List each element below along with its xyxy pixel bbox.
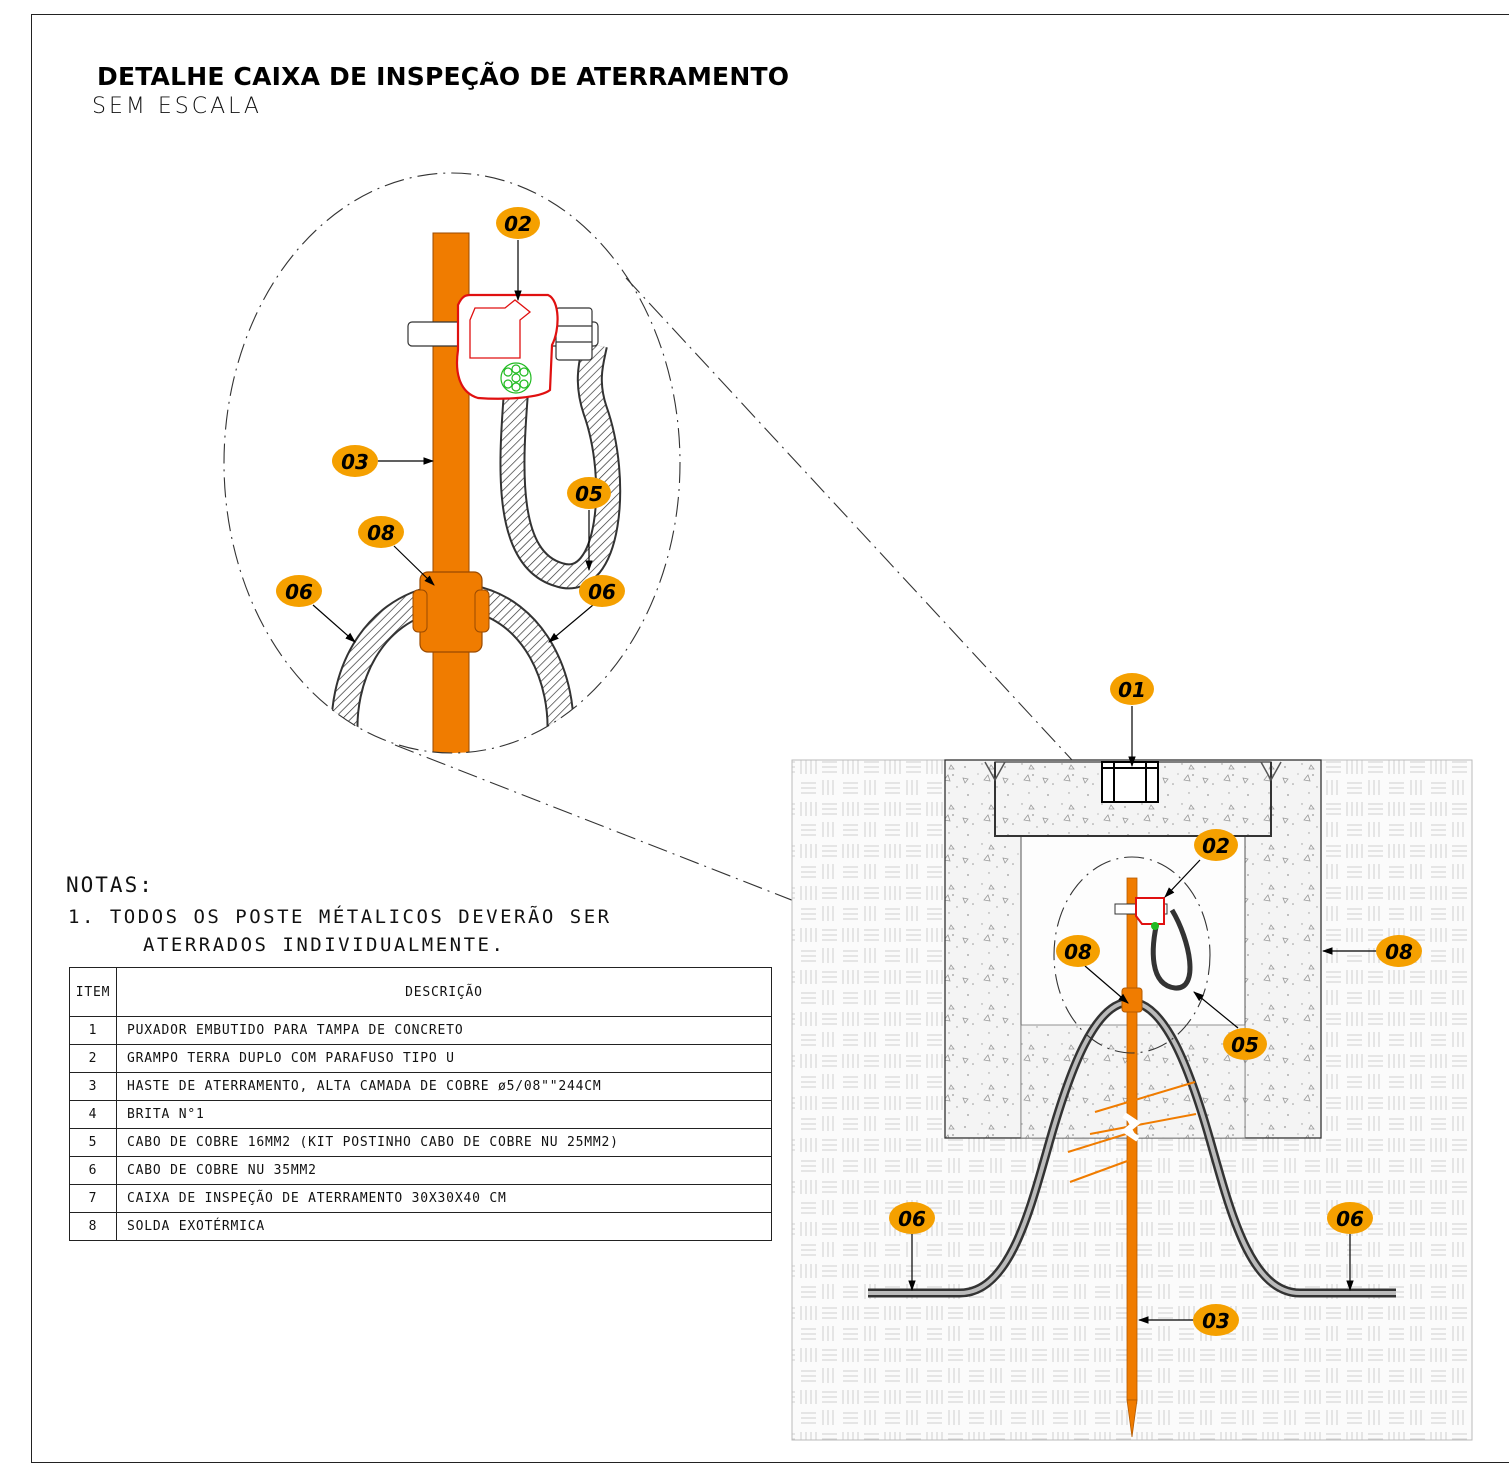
tag-08-detail: 08 xyxy=(358,516,404,548)
item-number: 5 xyxy=(69,1128,117,1157)
svg-text:05: 05 xyxy=(575,482,603,506)
scale-label: SEM ESCALA xyxy=(92,94,262,119)
ground-rod xyxy=(1126,877,1138,1438)
tag-03: 03 xyxy=(1193,1304,1239,1336)
ground-clamp xyxy=(455,293,559,400)
item-description: BRITA N°1 xyxy=(116,1100,772,1129)
item-description: GRAMPO TERRA DUPLO COM PARAFUSO TIPO U xyxy=(116,1044,772,1073)
svg-text:03: 03 xyxy=(1202,1309,1230,1333)
item-description: CABO DE COBRE 16MM2 (KIT POSTINHO CABO D… xyxy=(116,1128,772,1157)
detail-boundary xyxy=(223,172,681,754)
item-number: 2 xyxy=(69,1044,117,1073)
svg-text:05: 05 xyxy=(1231,1033,1259,1057)
conductor-cross-section xyxy=(500,362,532,394)
enlarged-detail xyxy=(223,172,681,754)
svg-text:01: 01 xyxy=(1118,678,1146,702)
svg-text:02: 02 xyxy=(504,212,532,236)
tag-06-right: 06 xyxy=(1327,1202,1373,1234)
ground-clamp-small xyxy=(1114,897,1168,930)
tag-06-detail-right: 06 xyxy=(579,575,625,607)
tag-02: 02 xyxy=(1194,829,1238,861)
note-line-1: 1. TODOS OS POSTE MÉTALICOS DEVERÃO SER xyxy=(68,906,612,928)
tag-02-detail: 02 xyxy=(496,207,540,239)
callout-arrows xyxy=(312,240,1377,1324)
drawing-frame xyxy=(31,14,1509,1463)
lid-pull-handle xyxy=(1101,761,1159,803)
tag-08-left: 08 xyxy=(1056,935,1100,967)
tag-05-detail: 05 xyxy=(567,477,611,509)
tag-01: 01 xyxy=(1110,673,1154,705)
note-line-2: ATERRADOS INDIVIDUALMENTE. xyxy=(143,934,506,956)
detail-callout-ellipse xyxy=(1053,856,1211,1054)
tag-06-detail-left: 06 xyxy=(276,575,322,607)
section-view xyxy=(791,759,1473,1441)
tag-05: 05 xyxy=(1223,1028,1267,1060)
page-title: DETALHE CAIXA DE INSPEÇÃO DE ATERRAMENTO xyxy=(97,62,790,91)
svg-text:03: 03 xyxy=(341,450,369,474)
item-description: PUXADOR EMBUTIDO PARA TAMPA DE CONCRETO xyxy=(116,1016,772,1045)
svg-text:02: 02 xyxy=(1202,834,1230,858)
svg-text:08: 08 xyxy=(367,521,395,545)
svg-text:06: 06 xyxy=(588,580,616,604)
svg-text:06: 06 xyxy=(1336,1207,1364,1231)
bonding-cable-16mm2 xyxy=(1150,908,1193,991)
svg-text:08: 08 xyxy=(1385,940,1413,964)
tag-06-left: 06 xyxy=(889,1202,935,1234)
svg-text:06: 06 xyxy=(285,580,313,604)
tag-03-detail: 03 xyxy=(332,445,378,477)
svg-text:08: 08 xyxy=(1064,940,1092,964)
item-number: 4 xyxy=(69,1100,117,1129)
notes-heading: NOTAS: xyxy=(66,873,154,897)
item-number: 7 xyxy=(69,1184,117,1213)
svg-text:06: 06 xyxy=(898,1207,926,1231)
item-number: 6 xyxy=(69,1156,117,1185)
exothermic-weld-detail xyxy=(412,571,490,653)
item-description: SOLDA EXOTÉRMICA xyxy=(116,1212,772,1241)
tag-08-right: 08 xyxy=(1376,935,1422,967)
rod-break-symbol xyxy=(1067,1081,1197,1183)
